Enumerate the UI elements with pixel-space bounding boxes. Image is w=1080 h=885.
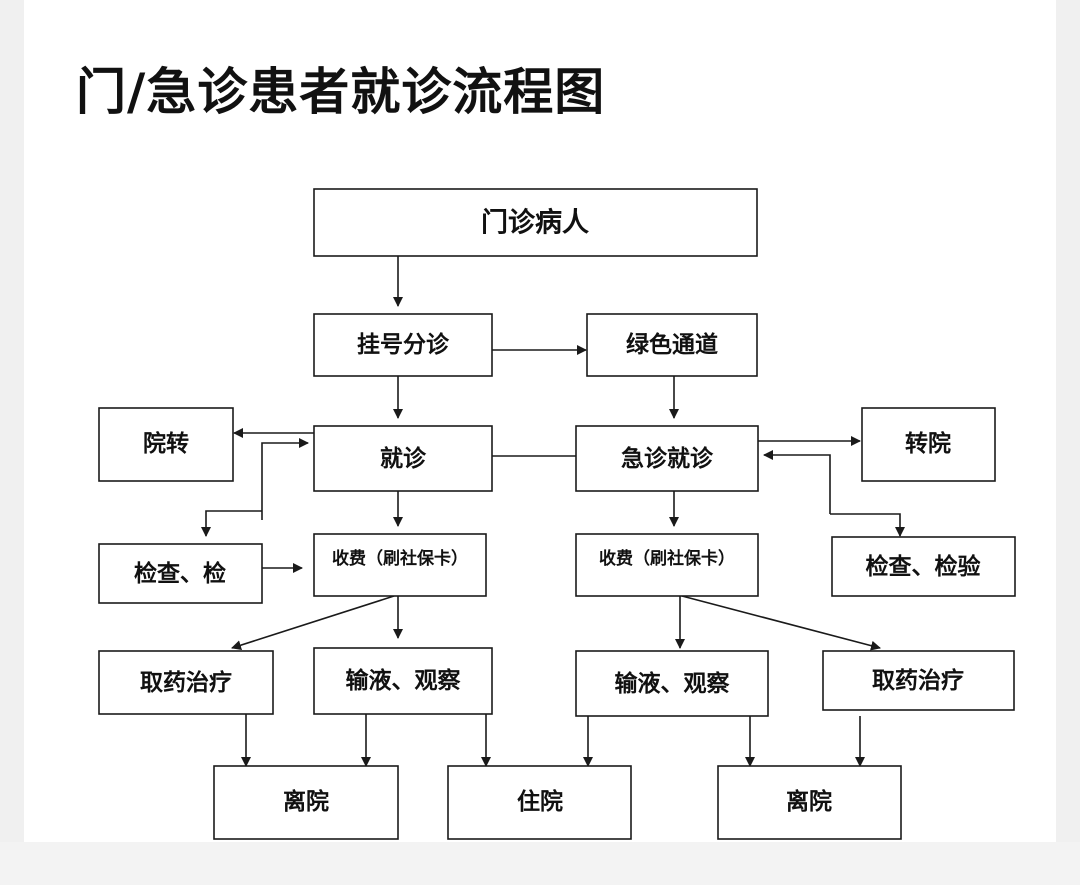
- node-label: 绿色通道: [626, 331, 718, 358]
- bottom-strip: [0, 842, 1080, 885]
- node-transfer-right: 转院: [861, 407, 996, 482]
- node-transfer-left: 院转: [98, 407, 234, 482]
- edge-pay-left-to-medicine-left: [231, 595, 395, 651]
- node-pay-right: 收费（刷社保卡）: [575, 533, 759, 597]
- node-consult: 就诊: [313, 425, 493, 492]
- node-label: 急诊就诊: [621, 445, 714, 472]
- node-label: 输液、观察: [615, 670, 731, 697]
- node-pay-left: 收费（刷社保卡）: [313, 533, 487, 597]
- page-title: 门/急诊患者就诊流程图: [76, 63, 606, 121]
- edge-exam-right-to-emergency: [763, 450, 831, 514]
- node-outpatient: 门诊病人: [313, 188, 758, 257]
- node-label: 门诊病人: [481, 207, 589, 239]
- node-hospitalize: 住院: [447, 765, 632, 840]
- node-infusion-left: 输液、观察: [313, 647, 493, 715]
- edge-exam-left-to-consult: [261, 438, 309, 520]
- node-register: 挂号分诊: [313, 313, 493, 377]
- node-discharge-right: 离院: [717, 765, 902, 840]
- node-label: 检查、检验: [866, 553, 981, 580]
- node-medicine-left: 取药治疗: [98, 650, 274, 715]
- node-infusion-right: 输液、观察: [575, 650, 769, 717]
- node-label: 就诊: [380, 445, 427, 472]
- node-medicine-right: 取药治疗: [822, 650, 1015, 711]
- edge-consult-to-exam-left: [201, 510, 262, 537]
- node-label: 住院: [517, 788, 563, 815]
- node-label: 离院: [283, 788, 329, 815]
- node-label: 检查、检: [134, 560, 226, 587]
- node-emergency-consult: 急诊就诊: [575, 425, 759, 492]
- node-label: 离院: [786, 788, 832, 815]
- node-discharge-left: 离院: [213, 765, 399, 840]
- edge-pay-right-to-medicine-right: [681, 595, 881, 651]
- node-label: 输液、观察: [346, 667, 462, 694]
- node-label: 转院: [905, 430, 951, 457]
- node-label: 收费（刷社保卡）: [332, 548, 468, 569]
- node-exam-left: 检查、检: [98, 543, 263, 604]
- edge-emergency-to-exam-right: [830, 513, 905, 537]
- node-label: 取药治疗: [140, 669, 232, 696]
- node-label: 院转: [143, 430, 189, 457]
- edges: [201, 256, 905, 767]
- node-label: 取药治疗: [872, 667, 964, 694]
- node-green-channel: 绿色通道: [586, 313, 758, 377]
- node-exam-right: 检查、检验: [831, 536, 1016, 597]
- node-label: 收费（刷社保卡）: [599, 548, 735, 569]
- node-label: 挂号分诊: [357, 331, 450, 358]
